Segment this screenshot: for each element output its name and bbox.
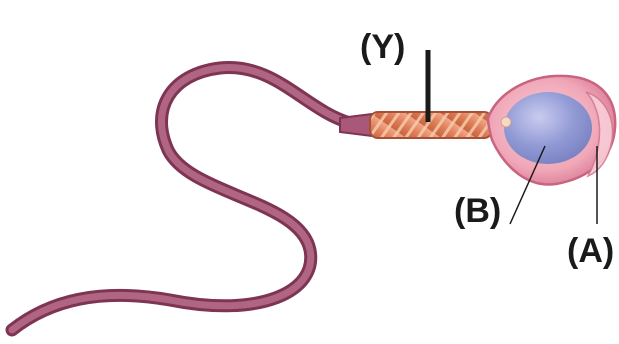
sperm-head: [488, 76, 615, 185]
tail-flagellum: [12, 67, 350, 330]
label-y: (Y): [360, 28, 405, 66]
centriole: [501, 117, 511, 127]
neck: [340, 114, 372, 136]
label-b: (B): [454, 192, 501, 230]
label-a: (A): [567, 232, 614, 270]
nucleus: [504, 92, 592, 164]
midpiece: [370, 112, 492, 138]
